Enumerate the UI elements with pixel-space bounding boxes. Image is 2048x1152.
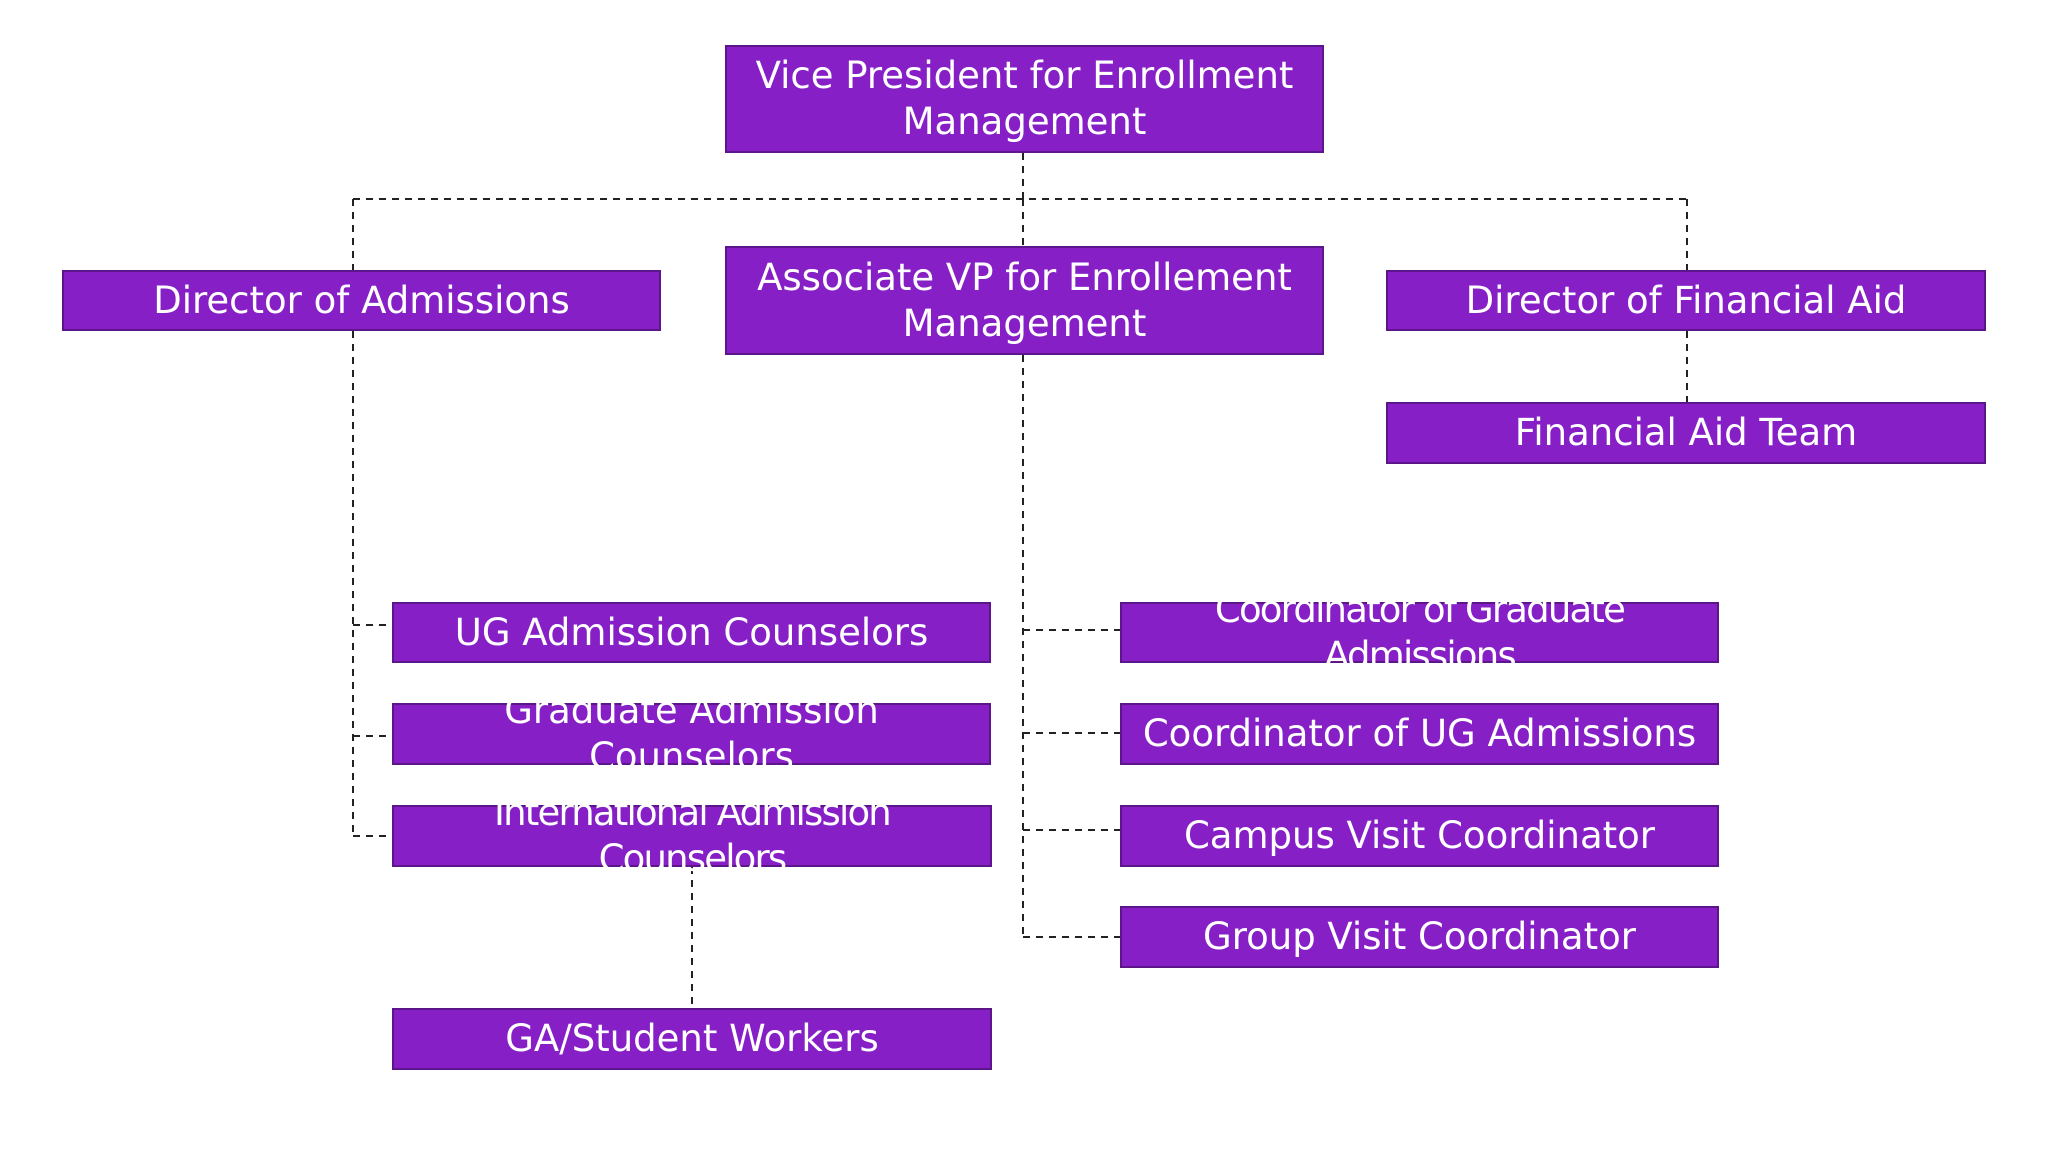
- graduate-admission-counselors-box: Graduate Admission Counselors: [392, 689, 991, 778]
- group-visit-coordinator-box: Group Visit Coordinator: [1120, 906, 1719, 968]
- associate-vp-box: Associate VP for Enrollement Management: [725, 246, 1324, 355]
- coordinator-graduate-admissions-box: Coordinator of Graduate Admissions: [1120, 588, 1719, 677]
- ga-student-workers-box: GA/Student Workers: [392, 1008, 992, 1070]
- ug-admission-counselors-box: UG Admission Counselors: [392, 602, 991, 663]
- vp-enrollment-box: Vice President for Enrollment Management: [725, 45, 1324, 153]
- campus-visit-coordinator-box: Campus Visit Coordinator: [1120, 805, 1719, 867]
- director-financial-aid-box: Director of Financial Aid: [1386, 270, 1986, 331]
- director-admissions-box: Director of Admissions: [62, 270, 661, 331]
- financial-aid-team-box: Financial Aid Team: [1386, 402, 1986, 464]
- coordinator-ug-admissions-box: Coordinator of UG Admissions: [1120, 703, 1719, 765]
- international-admission-counselors-box: International Admission Counselors: [392, 791, 992, 880]
